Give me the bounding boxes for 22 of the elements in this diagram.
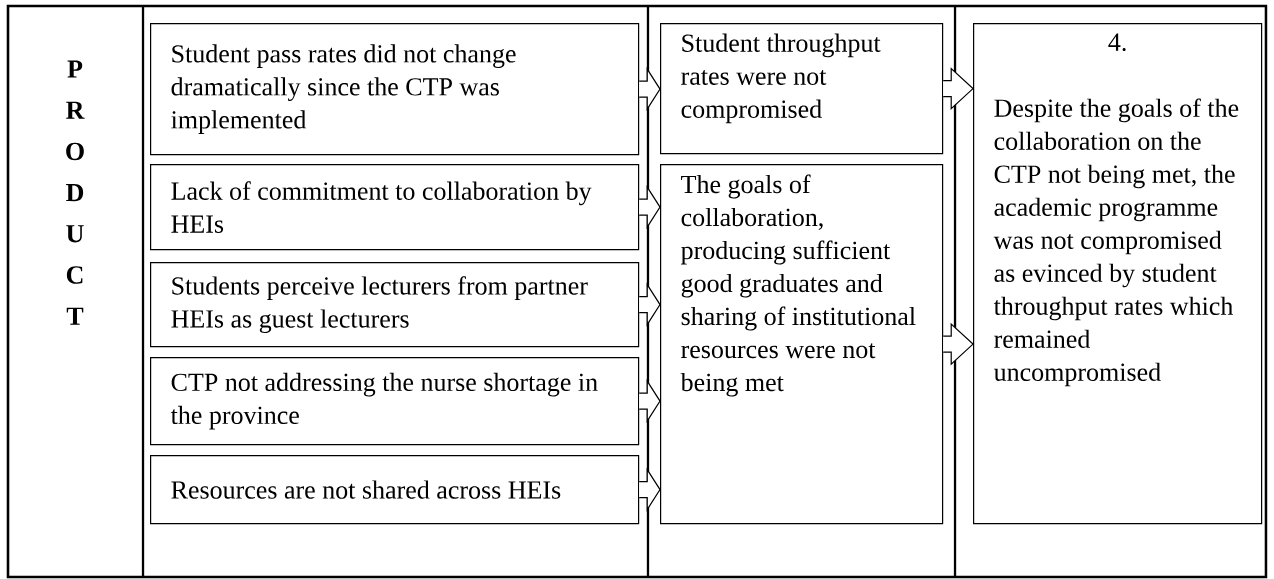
text-box: The goals of collaboration, producing sufficient good graduates and sharing of institutional resources were not being met (660, 164, 944, 525)
block-arrow (638, 379, 661, 424)
heading-letter: P (67, 60, 83, 78)
block-arrow (942, 322, 974, 366)
block-arrow (942, 67, 974, 110)
text-box: Student throughput rates were not compromised (660, 23, 944, 155)
heading-letter: C (66, 266, 83, 284)
heading-letter: O (66, 142, 84, 161)
text-box: Students perceive lecturers from partner HEIs as guest lecturers (150, 262, 640, 348)
block-arrow (638, 67, 661, 112)
text-box: CTP not addressing the nurse shortage in the province (150, 357, 640, 446)
heading-letter: T (66, 307, 84, 325)
text-box: Lack of commitment to collaboration by HEIs (150, 164, 640, 251)
heading-letter: U (66, 225, 84, 243)
text-box: Resources are not shared across HEIs (150, 455, 640, 525)
block-arrow (638, 185, 661, 230)
text-box: 4. Despite the goals of the collaboration on the CTP not being met, the academic programme was not compromised as evinced by student throughput rates which remained uncompromised (973, 23, 1263, 525)
text-box: Student pass rates did not change dramatically since the CTP was implemented (150, 23, 640, 156)
block-arrow (638, 467, 661, 512)
heading-letter: R (66, 101, 85, 119)
block-arrow (638, 282, 661, 327)
heading-letter: D (66, 184, 84, 202)
